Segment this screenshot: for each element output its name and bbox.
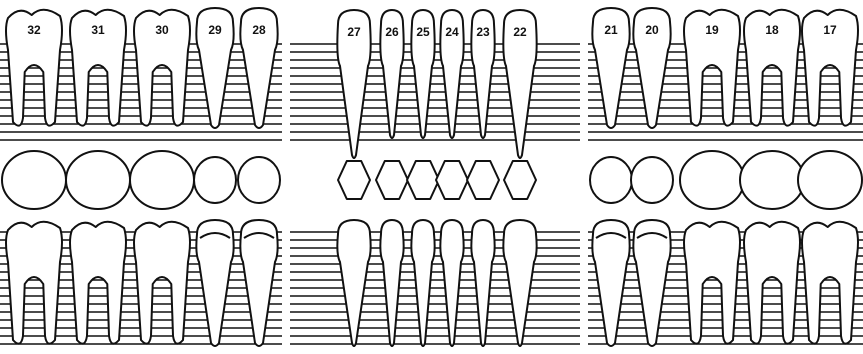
tooth-occlusal-outline (238, 157, 280, 203)
tooth-side-view (337, 220, 370, 346)
tooth-side-view (240, 220, 277, 346)
tooth-occlusal-outline (338, 161, 370, 199)
tooth-side-view (802, 222, 858, 344)
tooth-occlusal-outline (194, 157, 236, 203)
tooth-17: 17 (798, 10, 862, 344)
tooth-side-view (134, 222, 190, 344)
tooth-number-label: 30 (155, 23, 169, 37)
tooth-side-view (380, 220, 403, 346)
tooth-occlusal-outline (590, 157, 632, 203)
tooth-number-label: 24 (445, 25, 459, 39)
tooth-number-label: 32 (27, 23, 41, 37)
tooth-number-label: 27 (347, 25, 361, 39)
tooth-number-label: 22 (513, 25, 527, 39)
tooth-side-view (70, 222, 126, 344)
tooth-30: 30 (130, 10, 194, 344)
tooth-number-label: 21 (604, 23, 618, 37)
tooth-occlusal-outline (740, 151, 804, 209)
tooth-number-label: 17 (823, 23, 837, 37)
tooth-number-label: 19 (705, 23, 719, 37)
tooth-occlusal-outline (631, 157, 673, 203)
tooth-number-label: 26 (385, 25, 399, 39)
tooth-32: 32 (2, 10, 66, 344)
tooth-number-label: 18 (765, 23, 779, 37)
tooth-side-view (592, 220, 629, 346)
tooth-number-label: 23 (476, 25, 490, 39)
tooth-occlusal-outline (2, 151, 66, 209)
tooth-side-view (411, 220, 434, 346)
tooth-18: 18 (740, 10, 804, 344)
tooth-occlusal-outline (436, 161, 468, 199)
tooth-side-view (744, 222, 800, 344)
tooth-31: 31 (66, 10, 130, 344)
tooth-occlusal-outline (504, 161, 536, 199)
tooth-occlusal-outline (130, 151, 194, 209)
tooth-number-label: 20 (645, 23, 659, 37)
tooth-occlusal-outline (376, 161, 408, 199)
tooth-side-view (6, 222, 62, 344)
tooth-occlusal-outline (467, 161, 499, 199)
tooth-side-view (440, 220, 463, 346)
tooth-side-view (196, 220, 233, 346)
tooth-occlusal-outline (66, 151, 130, 209)
tooth-number-label: 28 (252, 23, 266, 37)
tooth-occlusal-outline (407, 161, 439, 199)
tooth-side-view (633, 220, 670, 346)
tooth-side-view (471, 220, 494, 346)
tooth-number-label: 29 (208, 23, 222, 37)
tooth-number-label: 31 (91, 23, 105, 37)
tooth-side-view (503, 220, 536, 346)
tooth-occlusal-outline (680, 151, 744, 209)
tooth-19: 19 (680, 10, 744, 344)
tooth-side-view (684, 222, 740, 344)
tooth-occlusal-outline (798, 151, 862, 209)
tooth-number-label: 25 (416, 25, 430, 39)
